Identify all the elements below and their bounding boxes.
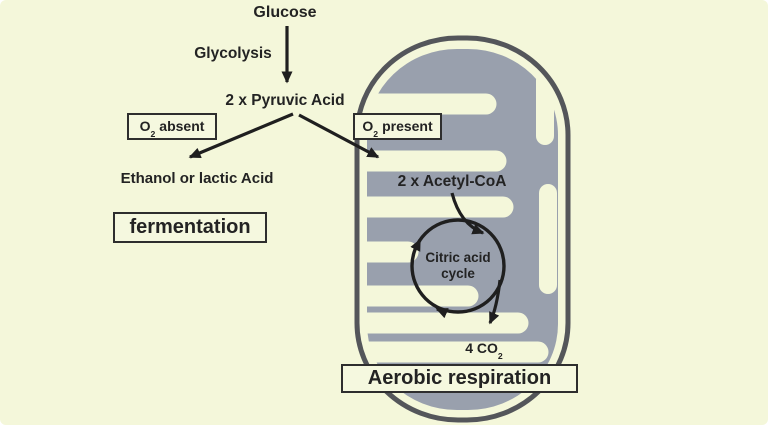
citric-cycle-line1: Citric acid [425,250,491,265]
o2-absent-word: absent [159,118,205,134]
mitochondrion-outline [354,35,571,423]
co2-exit-arrow [488,279,502,325]
aerobic-respiration-box: Aerobic respiration [341,364,578,393]
citric-cycle-circle [410,218,506,314]
o2-present-word: present [382,118,433,134]
glycolysis-label: Glycolysis [194,45,272,62]
co2-label: 4 CO2 [465,340,503,361]
o2-absent-box: O2absent [127,113,217,140]
o2-present-box: O2present [353,113,442,140]
co2-subscript: 2 [497,351,503,362]
acetyl-coa-label: 2 x Acetyl-CoA [397,173,507,190]
pyruvic-acid-label: 2 x Pyruvic Acid [225,92,345,109]
ethanol-label: Ethanol or lactic Acid [120,170,274,187]
glucose-label: Glucose [253,4,317,21]
pathway-arrows [188,26,506,325]
fermentation-branch-arrow [188,112,294,159]
fermentation-box: fermentation [113,212,267,243]
citric-cycle-line2: cycle [441,266,475,281]
o2-symbol: O [362,118,374,134]
acetyl-entry-arrow [450,192,485,235]
cycle-arrowhead-left [410,238,422,252]
o2-symbol: O [139,118,151,134]
o2-subscript: 2 [373,129,379,140]
cristae [349,71,557,363]
aerobic-branch-arrow [298,113,380,159]
co2-text: 4 CO [465,340,498,356]
o2-subscript: 2 [150,129,156,140]
cycle-arrowhead-bottom [435,307,449,319]
